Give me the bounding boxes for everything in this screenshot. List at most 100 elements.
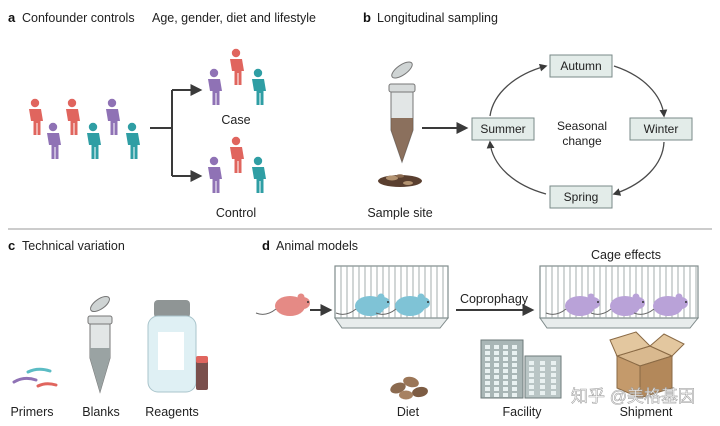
building-window [503,357,508,361]
blank-tube-icon [87,295,113,394]
building-window [540,391,545,395]
person-icon [252,68,266,105]
building-window [503,345,508,349]
watermark: 知乎 @美格基因 [571,387,695,406]
building-window [494,351,499,355]
building-window [551,391,556,395]
cycle-arrow-spring-summer [486,140,547,195]
panel-d-letter: d [262,238,270,253]
cage-right [539,265,700,329]
panel-c-title: Technical variation [22,239,125,253]
spring-box [549,185,613,209]
building-window [512,363,517,367]
building-window [503,387,508,391]
cycle-arrow-autumn-winter [613,65,668,118]
winter-label: Winter [644,122,679,136]
summer-box [471,117,535,141]
building-window [512,369,517,373]
sample-tube-icon [388,61,416,164]
panel-c: c Technical variation Primers Blanks Rea… [8,238,208,419]
panel-a: a Confounder controls Age, gender, diet … [8,10,316,220]
panel-b-letter: b [363,10,371,25]
building-window [485,369,490,373]
shipment-label: Shipment [620,405,673,419]
primers-label: Primers [10,405,53,419]
control-label: Control [216,206,256,220]
building-window [494,369,499,373]
diet-icon [390,376,428,400]
building-window [485,375,490,379]
building-window [485,351,490,355]
spring-label: Spring [564,190,599,204]
cage-left [334,265,450,329]
building-window [503,381,508,385]
facility-icon [480,339,562,399]
mouse-icon [255,293,311,317]
building-window [512,375,517,379]
building-window [529,373,534,377]
person-icon [252,156,266,193]
seasonal-change-line2: change [562,134,602,148]
reagents-label: Reagents [145,405,199,419]
panel-d-title: Animal models [276,239,358,253]
primers-icon [12,367,58,388]
coprophagy-label: Coprophagy [460,292,529,306]
building-window [540,367,545,371]
seasonal-change-line1: Seasonal [557,119,607,133]
building-window [540,379,545,383]
building-window [529,391,534,395]
blanks-label: Blanks [82,405,120,419]
building-window [503,369,508,373]
building-window [503,351,508,355]
building-window [540,361,545,365]
control-group [208,136,266,193]
panel-d: d Animal models Coprophagy Cage effects [255,238,700,419]
building-window [485,387,490,391]
winter-box [629,117,693,141]
building-window [512,393,517,397]
person-icon [106,98,120,135]
person-icon [29,98,43,135]
building-window [503,363,508,367]
case-label: Case [221,113,250,127]
autumn-box [549,54,613,78]
building-window [485,393,490,397]
building-window [551,385,556,389]
sample-site-label: Sample site [367,206,432,220]
person-icon [66,98,80,135]
building-window [512,387,517,391]
building-window [512,381,517,385]
building-window [512,345,517,349]
person-icon [87,122,101,159]
mouse-icon [545,293,601,317]
person-icon [47,122,61,159]
shipment-box-icon [609,331,685,399]
building-window [529,385,534,389]
building-window [494,393,499,397]
person-icon [126,122,140,159]
building-window [529,379,534,383]
summer-label: Summer [480,122,525,136]
building-window [551,367,556,371]
panel-a-subtitle: Age, gender, diet and lifestyle [152,11,316,25]
building-window [503,393,508,397]
building-window [485,381,490,385]
cycle-arrow-summer-autumn [489,63,548,117]
panel-a-title: Confounder controls [22,11,135,25]
building-window [485,345,490,349]
building-window [494,345,499,349]
building-window [503,375,508,379]
building-window [494,387,499,391]
building-window [512,357,517,361]
building-window [551,373,556,377]
building-window [540,385,545,389]
person-icon [230,48,244,85]
mouse-icon [335,293,391,317]
building-window [494,363,499,367]
person-icon [208,156,222,193]
person-icon [230,136,244,173]
panel-c-letter: c [8,238,15,253]
building-window [485,357,490,361]
building-window [512,351,517,355]
